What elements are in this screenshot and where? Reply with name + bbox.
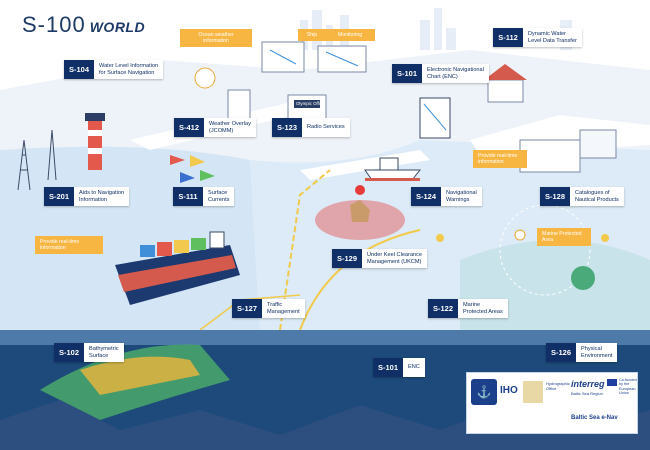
note-realtime-left: Provide real-time information bbox=[35, 236, 103, 254]
label-code: S-126 bbox=[546, 343, 576, 362]
interreg-sub: Baltic Sea Region bbox=[571, 391, 603, 396]
label-code: S-123 bbox=[272, 118, 302, 137]
label-code: S-127 bbox=[232, 299, 262, 318]
water-level-station-icon bbox=[484, 64, 527, 103]
note-ocean-weather: Ocean weather information bbox=[180, 29, 252, 47]
radio-tower-icon bbox=[17, 129, 57, 191]
interreg-logo: interreg bbox=[571, 379, 605, 389]
warning-marker-icon bbox=[355, 185, 365, 195]
eu-text: Co-funded by the European Union bbox=[619, 378, 637, 396]
hydro-office-emblem-icon bbox=[523, 381, 543, 403]
baltic-nav-text: Baltic Sea e-Nav bbox=[571, 415, 618, 421]
cargo-ship-icon bbox=[115, 231, 240, 305]
bathymetric-peak bbox=[80, 356, 200, 395]
partners-box: ⚓ IHO Hydrographic Office interreg Balti… bbox=[466, 372, 638, 434]
lighthouse-icon bbox=[85, 113, 105, 170]
hydro-office-text: Hydrographic Office bbox=[546, 381, 570, 391]
sea-surface bbox=[0, 330, 650, 345]
label-text: Weather Overlay(JCOMM) bbox=[204, 118, 256, 137]
route-line-dashed bbox=[279, 169, 331, 331]
note-monitoring: Monitoring bbox=[325, 29, 375, 41]
title-main: S-100 bbox=[22, 12, 86, 37]
monitoring-screens-icon bbox=[261, 41, 367, 73]
label-s123[interactable]: S-123 Radio Services bbox=[272, 118, 350, 137]
label-code: S-101 bbox=[392, 64, 422, 83]
note-ship: Ship bbox=[298, 29, 326, 41]
label-code: S-128 bbox=[540, 187, 570, 206]
label-code: S-122 bbox=[428, 299, 458, 318]
label-s412[interactable]: S-412 Weather Overlay(JCOMM) bbox=[174, 118, 256, 137]
note-marine-protected: Marine Protected Area bbox=[537, 228, 591, 246]
label-code: S-111 bbox=[173, 187, 203, 206]
protected-shield-icon bbox=[571, 266, 595, 290]
label-code: S-112 bbox=[493, 28, 523, 47]
eu-flag-icon bbox=[607, 379, 617, 386]
current-arrows-icon bbox=[170, 155, 215, 183]
enc-screen-icon bbox=[419, 97, 451, 139]
label-code: S-124 bbox=[411, 187, 441, 206]
note-realtime-right: Provide real-time information bbox=[473, 150, 527, 168]
nautical-catalog-icon bbox=[519, 129, 617, 173]
label-s101-enc[interactable]: S-101 ENC bbox=[373, 358, 425, 377]
iho-logo-text: IHO bbox=[500, 385, 518, 396]
buoy-icons bbox=[436, 229, 609, 242]
label-text: ENC bbox=[403, 358, 425, 377]
rock-shoal bbox=[350, 200, 370, 222]
iho-emblem-icon: ⚓ bbox=[471, 379, 497, 405]
office-sign: Olympic Office bbox=[296, 101, 325, 106]
weather-station-icon bbox=[194, 67, 251, 121]
label-code: S-101 bbox=[373, 358, 403, 377]
label-code: S-412 bbox=[174, 118, 204, 137]
patrol-ship-icon bbox=[364, 157, 422, 181]
label-code: S-102 bbox=[54, 343, 84, 362]
title-sub: WORLD bbox=[89, 19, 146, 35]
label-text: Radio Services bbox=[302, 118, 350, 137]
label-code: S-201 bbox=[44, 187, 74, 206]
label-code: S-129 bbox=[332, 249, 362, 268]
label-code: S-104 bbox=[64, 60, 94, 79]
